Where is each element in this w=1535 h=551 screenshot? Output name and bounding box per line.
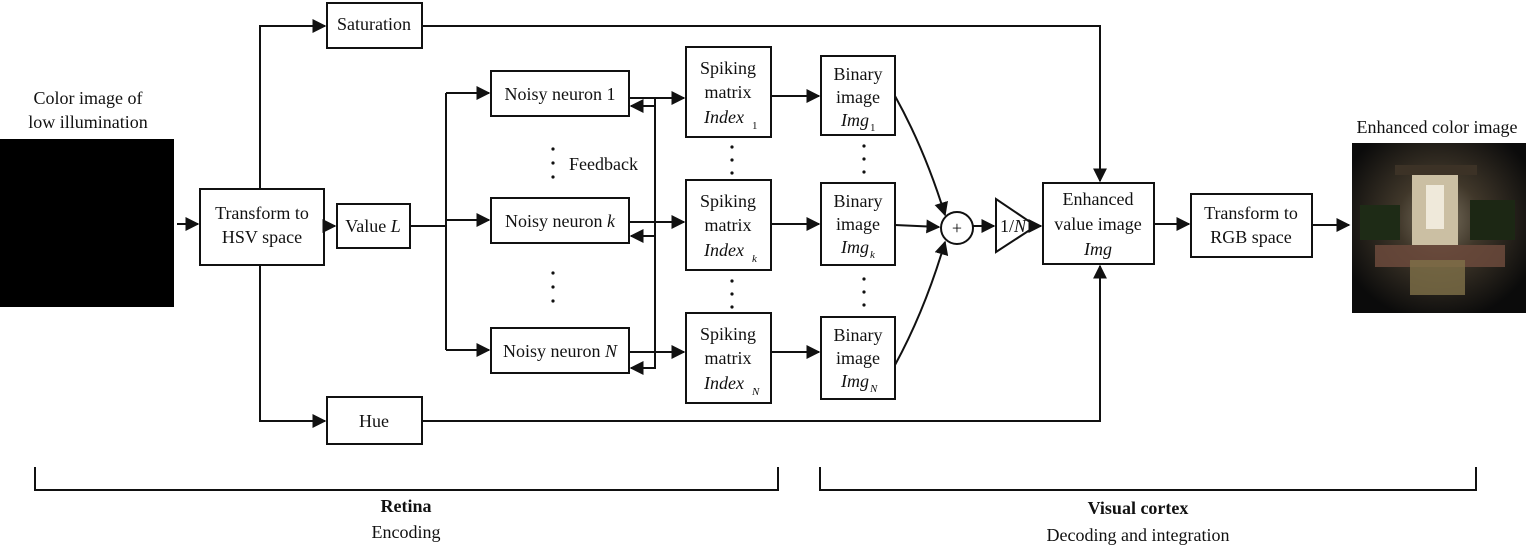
binary-image-k-sub: k [870,249,876,261]
value-l-label: Value L [345,216,401,236]
transform-hsv-line1: Transform to [215,203,309,223]
spiking-matrix-n-index: Index [703,373,744,393]
binary-image-k-box [820,182,896,266]
binary-image-n-line2: image [836,348,880,368]
noisy-neuron-n-prefix: Noisy neuron [503,341,605,361]
spiking-matrix-1-line1: Spiking [700,58,756,78]
spiking-matrix-k-line1: Spiking [700,191,756,211]
spiking-matrix-k-sub: k [752,253,758,265]
binary-image-k-line1: Binary [834,191,883,211]
transform-rgb-line1: Transform to [1204,203,1298,223]
summation-symbol: + [952,218,962,238]
low-light-input-image [0,139,174,307]
feedback-loop-1 [629,98,656,113]
spiking-matrix-k-line2: matrix [705,215,752,235]
retina-bracket [34,467,779,491]
retina-title: Retina [381,496,432,516]
noisy-neuron-k-prefix: Noisy neuron [505,211,607,231]
output-caption: Enhanced color image [1357,117,1518,137]
saturation-label: Saturation [337,14,411,34]
summation-node [940,211,974,245]
ellipsis-spiking-upper [730,145,734,175]
input-caption-line2: low illumination [28,112,148,132]
feedback-loop-n [629,236,656,375]
binary-image-1-line2: image [836,87,880,107]
visual-cortex-bracket [819,467,1477,491]
binary-image-k-img: Img [840,237,869,257]
noisy-neuron-k-box [490,197,630,244]
ellipsis-spiking-lower [730,279,734,309]
saturation-box [326,2,423,49]
transform-hsv-box [199,188,325,266]
noisy-neuron-1-box [490,70,630,117]
ellipsis-binary-upper [862,144,866,174]
binary-image-n-line1: Binary [834,325,883,345]
hue-label: Hue [359,411,389,431]
value-l-prefix: Value [345,216,390,236]
noisy-neuron-n-var: N [604,341,618,361]
spiking-matrix-1-index: Index [703,107,744,127]
retina-subtitle: Encoding [372,522,441,542]
noisy-neuron-k-var: k [607,211,616,231]
enhanced-line1: Enhanced [1063,189,1134,209]
spiking-matrix-n-line2: matrix [705,348,752,368]
transform-rgb-box [1190,193,1313,258]
spiking-matrix-1-box [685,46,772,138]
visual-cortex-subtitle: Decoding and integration [1047,525,1230,545]
gain-var: N [1013,216,1027,236]
gain-label: 1/N [1000,216,1027,236]
binary-image-1-img: Img [840,110,869,130]
binary-image-1-line1: Binary [834,64,883,84]
binary-image-k-line2: image [836,214,880,234]
spiking-matrix-n-sub: N [751,386,760,398]
visual-cortex-title: Visual cortex [1088,498,1189,518]
ellipsis-neurons-upper [551,147,555,179]
arrow-hsv-to-saturation [259,19,327,189]
binary-image-n-img: Img [840,371,869,391]
enhanced-output-image [1352,143,1526,313]
value-l-var: L [390,216,401,236]
arrow-binaryn-to-sum [894,240,949,366]
hue-box [326,396,423,445]
arrow-binary1-to-sum [894,95,948,217]
noisy-neuron-k-label: Noisy neuron k [505,211,616,231]
transform-hsv-line2: HSV space [222,227,302,247]
arrow-binaryk-to-sum [894,219,941,234]
spiking-matrix-n-box [685,312,772,404]
arrow-hsv-to-hue [259,265,327,428]
ellipsis-neurons-lower [551,271,555,303]
spiking-matrix-k-index: Index [703,240,744,260]
enhanced-line2: value image [1054,214,1141,234]
enhanced-value-image-box [1042,182,1155,265]
input-caption-line1: Color image of [34,88,143,108]
binary-image-n-sub: N [869,383,878,395]
gain-triangle [995,197,1038,254]
gain-prefix: 1/ [1000,216,1014,236]
binary-image-n-box [820,316,896,400]
spiking-matrix-1-sub: 1 [752,120,758,132]
noisy-neuron-1-prefix: Noisy neuron [505,84,607,104]
noisy-neuron-n-box [490,327,630,374]
spiking-matrix-1-line2: matrix [705,82,752,102]
ellipsis-binary-lower [862,277,866,307]
arrow-hue-to-enhanced [422,264,1107,422]
binary-image-1-sub: 1 [870,122,876,134]
noisy-neuron-1-label: Noisy neuron 1 [505,84,616,104]
arrow-saturation-to-enhanced [422,25,1107,183]
spiking-matrix-n-line1: Spiking [700,324,756,344]
transform-rgb-line2: RGB space [1210,227,1291,247]
noisy-neuron-n-label: Noisy neuron N [503,341,618,361]
spiking-matrix-k-box [685,179,772,271]
noisy-neuron-1-var: 1 [607,84,616,104]
enhanced-line3: Img [1083,239,1112,259]
binary-image-1-box [820,55,896,136]
feedback-label: Feedback [569,154,638,174]
